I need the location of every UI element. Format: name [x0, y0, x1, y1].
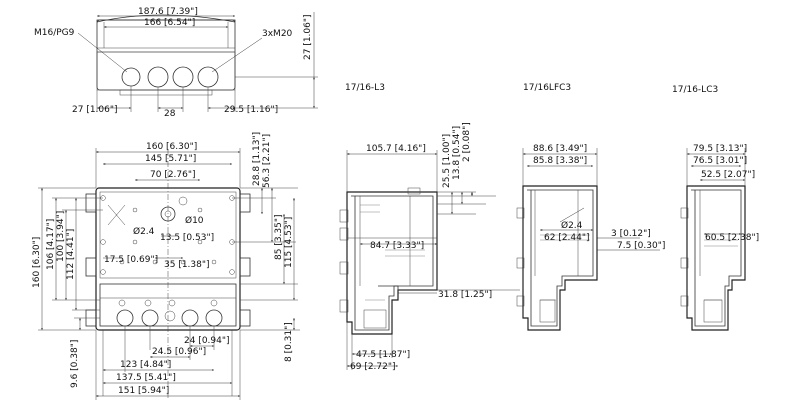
front-dim-top-offset: 28.8 [1.13"]	[252, 132, 262, 186]
gland-m16-circle	[121, 67, 141, 87]
front-dim-height-a: 106 [4.17"]	[46, 219, 56, 270]
front-dim-hole-pitch-outer: 145 [5.71"]	[145, 154, 196, 164]
front-dim-boss-diameter: Ø10	[185, 215, 204, 226]
front-view: 160 [6.30"] 145 [5.71"] 70 [2.76"] Ø2.4 …	[32, 132, 300, 400]
lfc3-dim-depth-inner: 85.8 [3.38"]	[533, 156, 587, 166]
lfc3-dim-wall: 3 [0.12"]	[611, 229, 651, 239]
l3-dim-foot-depth: 47.5 [1.87"]	[356, 350, 410, 360]
label-lfc3: 17/16LFC3	[523, 83, 571, 93]
lc3-dim-depth-inner: 76.5 [3.01"]	[693, 156, 747, 166]
front-dim-base-width: 151 [5.94"]	[118, 386, 169, 396]
front-dim-flange-bottom: 8 [0.31"]	[284, 322, 294, 362]
l3-dim-bottom-depth: 69 [2.72"]	[350, 362, 396, 372]
lc3-dim-depth-overall: 79.5 [3.13"]	[693, 144, 747, 154]
l3-dim-depth-overall: 105.7 [4.16"]	[366, 144, 426, 154]
front-dim-terminal-offset: 17.5 [0.69"]	[104, 255, 158, 265]
l3-dim-base-depth: 84.7 [3.33"]	[370, 241, 424, 251]
label-m20: 3xM20	[262, 29, 293, 39]
l3-dim-lid-gap: 2 [0.08"]	[462, 122, 472, 162]
side-view-lfc3: 17/16LFC3 88.6 [3.49"] 85.8 [3.38"] Ø2.4…	[516, 83, 665, 331]
front-dim-terminal-pitch: 35 [1.38"]	[164, 260, 210, 270]
top-dim-left-offset: 27 [1.06"]	[72, 105, 118, 115]
front-dim-plate-total: 115 [4.53"]	[284, 217, 294, 268]
front-dim-hole-diameter: Ø2.4	[133, 226, 155, 237]
lfc3-dim-hole-diameter: Ø2.4	[561, 220, 583, 231]
front-dim-plate-height: 85 [3.35"]	[274, 214, 284, 260]
label-l3: 17/16-L3	[345, 83, 385, 93]
front-dim-boss-offset: 13.5 [0.53"]	[160, 233, 214, 243]
top-dim-gland-height: 27 [1.06"]	[303, 14, 313, 60]
lfc3-dim-plate-depth: 62 [2.44"]	[544, 233, 590, 243]
l3-dim-lid-depth: 25.5 [1.00"]	[442, 134, 452, 188]
front-dim-height-overall: 160 [6.30"]	[32, 237, 42, 288]
gland-m20-circle	[172, 66, 194, 88]
lfc3-dim-depth-overall: 88.6 [3.49"]	[533, 144, 587, 154]
front-dim-gland-span: 123 [4.84"]	[120, 360, 171, 370]
top-dim-width-inner: 166 [6.54"]	[144, 18, 195, 28]
front-dim-gland-bottom: 9.6 [0.38"]	[70, 340, 80, 388]
lc3-dim-plate-depth: 60.5 [2.38"]	[705, 233, 759, 243]
side-view-lc3: 17/16-LC3 79.5 [3.13"] 76.5 [3.01"] 52.5…	[672, 85, 759, 331]
front-dim-width-overall: 160 [6.30"]	[146, 142, 197, 152]
gland-m20-circle	[147, 66, 169, 88]
front-dim-height-b: 100 [3.94"]	[56, 211, 66, 262]
front-dim-plate-offset: 56.3 [2.21"]	[262, 134, 272, 188]
l3-dim-lid-offset: 13.8 [0.54"]	[452, 126, 462, 180]
top-dim-width-overall: 187.6 [7.39"]	[138, 7, 198, 17]
l3-dim-step-depth: 31.8 [1.25"]	[438, 290, 492, 300]
side-view-l3: 17/16-L3 105.7 [4.16"] 25.5 [1.00"] 13.8…	[339, 83, 520, 372]
lfc3-dim-offset: 7.5 [0.30"]	[617, 241, 665, 251]
top-dim-gland-pitch: 28	[164, 109, 176, 119]
front-dim-gland-pitch-a: 24 [0.94"]	[184, 336, 230, 346]
front-dim-height-c: 112 [4.41"]	[66, 229, 76, 280]
front-dim-base-span: 137.5 [5.41"]	[116, 373, 176, 383]
front-dim-gland-pitch-b: 24.5 [0.96"]	[152, 347, 206, 357]
top-dim-right-offset: 29.5 [1.16"]	[224, 105, 278, 115]
front-dim-hole-pitch-inner: 70 [2.76"]	[150, 170, 196, 180]
top-view: M16/PG9 3xM20 187.6 [7.39"] 166 [6.54"] …	[34, 7, 318, 119]
lc3-dim-lid-depth: 52.5 [2.07"]	[701, 170, 755, 180]
label-m16: M16/PG9	[34, 28, 75, 38]
label-lc3: 17/16-LC3	[672, 85, 718, 95]
